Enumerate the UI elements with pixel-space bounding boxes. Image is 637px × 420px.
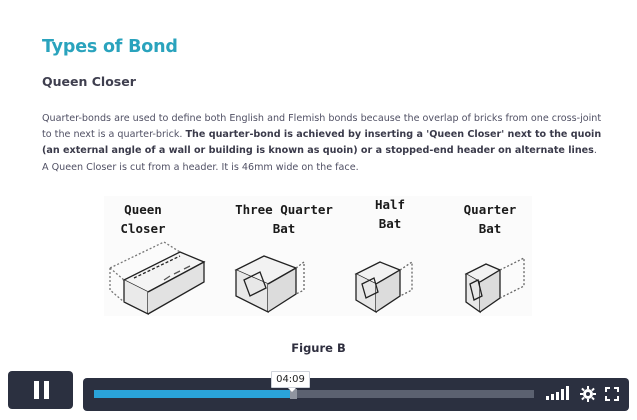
- brick-figure: Queen Closer Three Quarter Bat Half Bat …: [104, 196, 532, 316]
- figure-label-half-bat: Half Bat: [360, 195, 420, 233]
- slide-title: Types of Bond: [42, 37, 178, 57]
- pause-button[interactable]: [8, 371, 73, 409]
- seek-bar-handle[interactable]: [290, 389, 297, 399]
- label-line: Closer: [120, 221, 166, 236]
- figure-caption: Figure B: [291, 341, 346, 355]
- figure-label-queen-closer: Queen Closer: [108, 200, 178, 238]
- gear-icon[interactable]: [580, 386, 596, 402]
- fullscreen-icon[interactable]: [605, 387, 619, 401]
- label-line: Quarter: [463, 202, 517, 217]
- label-line: Queen: [124, 202, 162, 217]
- slide-paragraph: Quarter-bonds are used to define both En…: [42, 111, 602, 176]
- time-tooltip: 04:09: [271, 371, 310, 392]
- seek-bar[interactable]: [94, 389, 534, 399]
- paragraph-intro: Quarter-bonds are used to define both En…: [42, 113, 602, 141]
- quarter-bat-drawing: [464, 256, 525, 314]
- slide-subtitle: Queen Closer: [42, 74, 136, 89]
- label-line: Half: [374, 197, 406, 212]
- half-bat-drawing: [354, 260, 413, 314]
- figure-label-quarter-bat: Quarter Bat: [454, 200, 526, 238]
- figure-label-three-quarter-bat: Three Quarter Bat: [222, 200, 346, 238]
- label-line: Bat: [478, 221, 502, 236]
- seek-bar-progress: [94, 390, 292, 398]
- volume-bars-icon[interactable]: [545, 386, 571, 400]
- brick-drawings: [109, 241, 525, 316]
- paragraph-outro: . A Queen Closer is cut from a header. I…: [42, 145, 597, 173]
- queen-closer-drawing: [109, 241, 206, 316]
- pause-icon-bar: [44, 381, 49, 399]
- three-quarter-bat-drawing: [234, 255, 305, 314]
- label-line: Bat: [272, 221, 296, 236]
- label-line: Bat: [378, 216, 402, 231]
- label-line: Three Quarter: [235, 202, 333, 217]
- pause-icon: [34, 381, 39, 399]
- paragraph-bold: The quarter-bond is achieved by insertin…: [42, 129, 602, 157]
